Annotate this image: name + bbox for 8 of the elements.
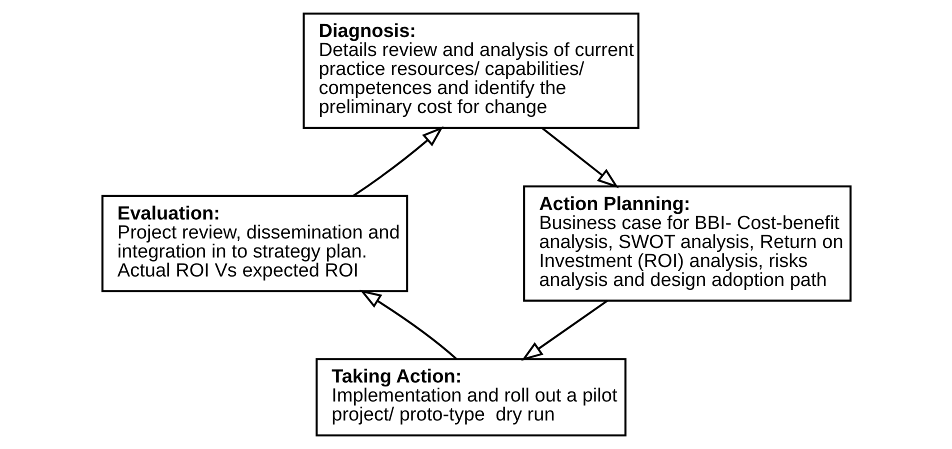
node-box: Action Planning: Business case for BBI- Cost-benefit analysis, SWOT analysis, Return on Investment (ROI) analysis, risks analysis and design adoption path	[522, 185, 852, 302]
node-box: Taking Action: Implementation and roll out a pilot project/ proto-type dry run	[315, 358, 626, 436]
arrow	[541, 128, 618, 188]
arrow	[352, 126, 443, 197]
node-box: Evaluation: Project review, dissemination and integration in to strategy plan. Actual ROI Vs expected ROI	[100, 194, 408, 292]
arrow	[520, 300, 608, 361]
arrow	[359, 290, 457, 360]
node-box: Diagnosis: Details review and analysis of current practice resources/ capabilities/ competences and identify the preliminary cost for change	[302, 12, 639, 129]
